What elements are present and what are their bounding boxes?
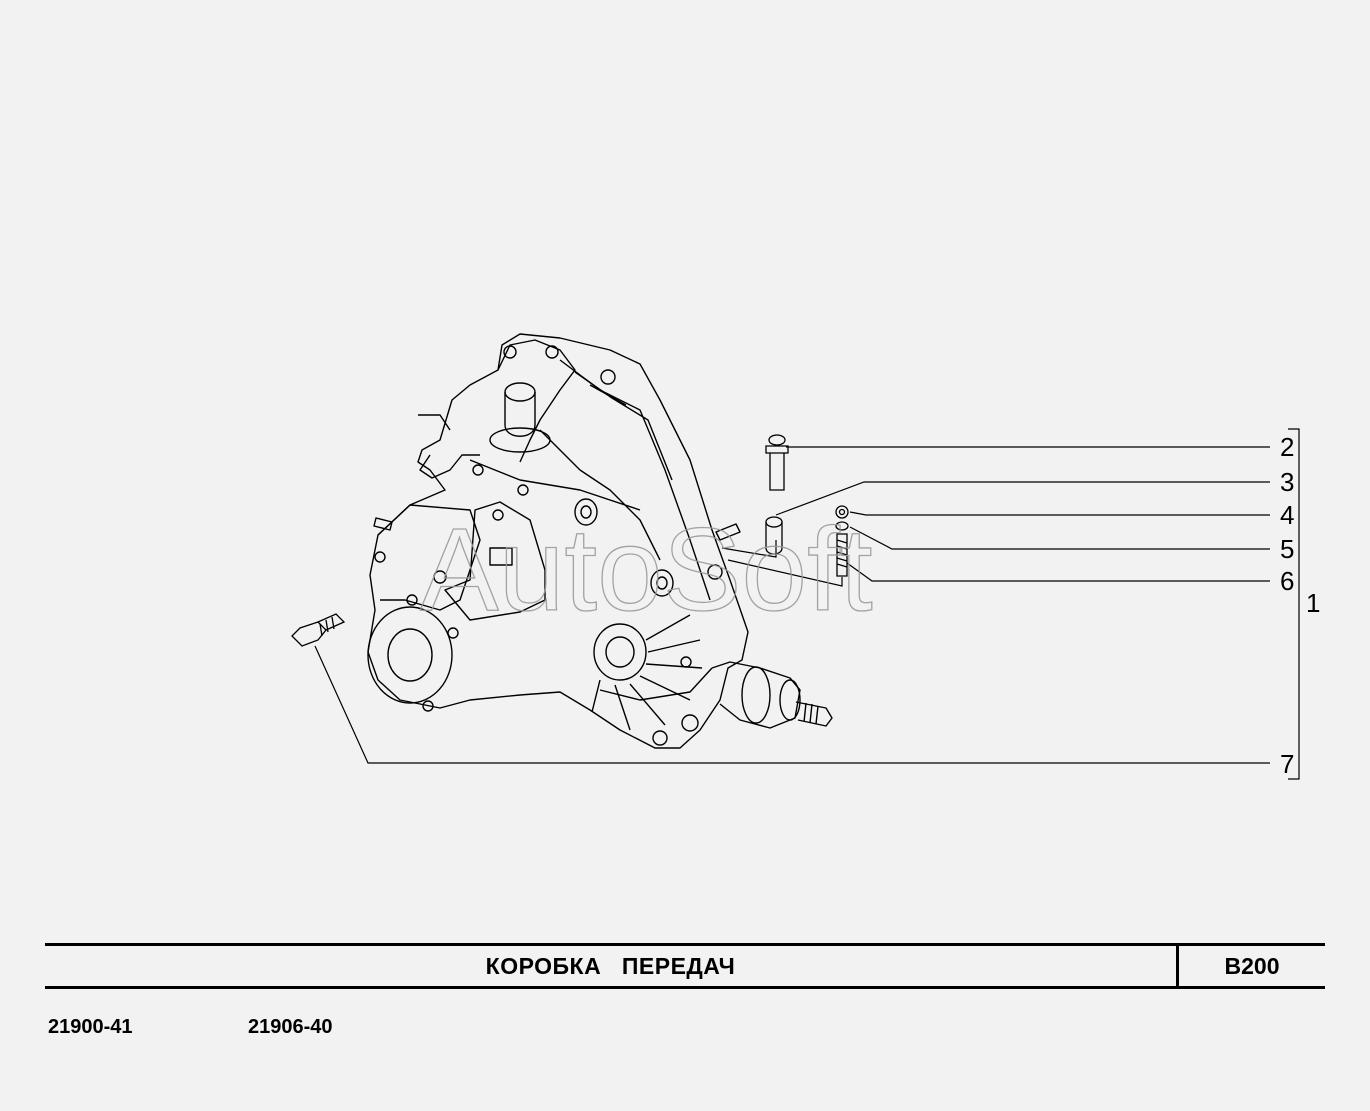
model-number-2: 21906-40 — [248, 1016, 333, 1038]
callout-2: 2 — [1280, 432, 1294, 462]
callout-labels: 2 3 4 5 6 7 1 — [1280, 432, 1320, 779]
diagram-title: КОРОБКА ПЕРЕДАЧ — [45, 946, 1179, 986]
callout-4: 4 — [1280, 500, 1294, 530]
part-5-washer — [835, 521, 849, 531]
callout-3: 3 — [1280, 467, 1294, 497]
exploded-parts-diagram: 2 3 4 5 6 7 1 AutoSoft — [291, 333, 1320, 780]
model-number-1: 21900-41 — [48, 1016, 133, 1038]
watermark: AutoSoft — [420, 504, 873, 636]
part-4-nut — [835, 505, 849, 519]
part-2-bolt — [765, 434, 789, 491]
section-code: B200 — [1224, 952, 1280, 979]
title-block: КОРОБКА ПЕРЕДАЧ B200 — [45, 943, 1325, 989]
callout-1-assembly: 1 — [1306, 588, 1320, 618]
callout-5: 5 — [1280, 534, 1294, 564]
callout-6: 6 — [1280, 566, 1294, 596]
part-6-stud — [836, 533, 848, 577]
part-7-switch — [291, 613, 346, 647]
leader-lines — [314, 428, 1300, 780]
callout-7: 7 — [1280, 749, 1294, 779]
part-3-sleeve — [765, 516, 783, 555]
gearbox-housing — [367, 333, 833, 749]
